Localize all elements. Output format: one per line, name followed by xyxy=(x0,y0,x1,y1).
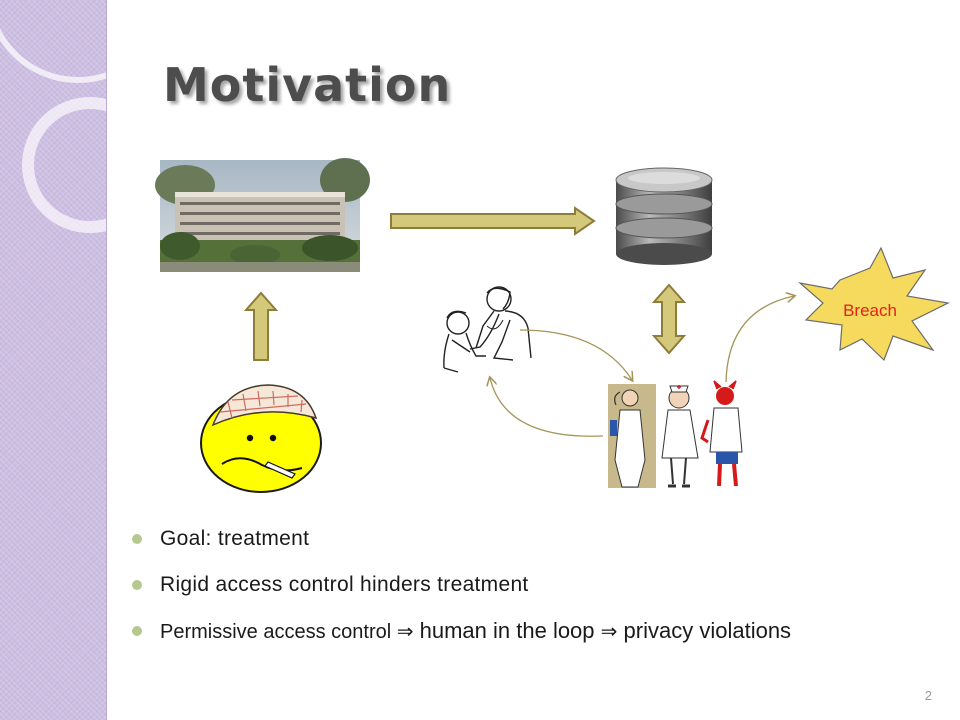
bullet-marker xyxy=(132,534,142,544)
breach-label: Breach xyxy=(843,301,897,320)
implies-arrow-1: ⇒ xyxy=(396,621,414,643)
bullet-text: Rigid access control hinders treatment xyxy=(160,573,529,596)
patient-smiley xyxy=(200,384,322,493)
bullet-marker xyxy=(132,626,142,636)
implies-arrow-2: ⇒ xyxy=(600,621,618,643)
bullet-item-rigid-access: Rigid access control hinders treatment xyxy=(132,570,791,616)
bullet-list: Goal: treatment Rigid access control hin… xyxy=(132,524,791,662)
bullet-text-part1: Permissive access control xyxy=(160,621,397,643)
hospital-building-image xyxy=(155,158,370,272)
bullet-item-goal: Goal: treatment xyxy=(132,524,791,570)
bullet-marker xyxy=(132,580,142,590)
staff-to-breach-curve-arrow xyxy=(725,296,794,383)
slide-title: Motivation xyxy=(163,58,452,112)
breach-starburst: Breach xyxy=(797,246,950,362)
sidebar-circles-decoration xyxy=(0,28,106,233)
bullet-text-part3: privacy violations xyxy=(617,618,792,643)
page-number: 2 xyxy=(924,688,932,703)
bullet-text-part2: human in the loop xyxy=(413,618,601,643)
staff-to-doctor-curve-arrow xyxy=(490,378,604,437)
database-staff-double-arrow xyxy=(651,283,687,355)
decorative-sidebar xyxy=(0,0,107,720)
doctor-to-staff-curve-arrow xyxy=(519,329,632,380)
doctor-examining-patient xyxy=(443,286,532,373)
bullet-text: Goal: treatment xyxy=(160,527,310,550)
patient-to-building-arrow xyxy=(243,291,279,361)
bullet-item-permissive-access: Permissive access control ⇒ human in the… xyxy=(132,616,791,662)
database-cylinder xyxy=(615,167,713,265)
medical-staff-group xyxy=(608,380,743,488)
building-to-database-arrow xyxy=(390,206,596,236)
